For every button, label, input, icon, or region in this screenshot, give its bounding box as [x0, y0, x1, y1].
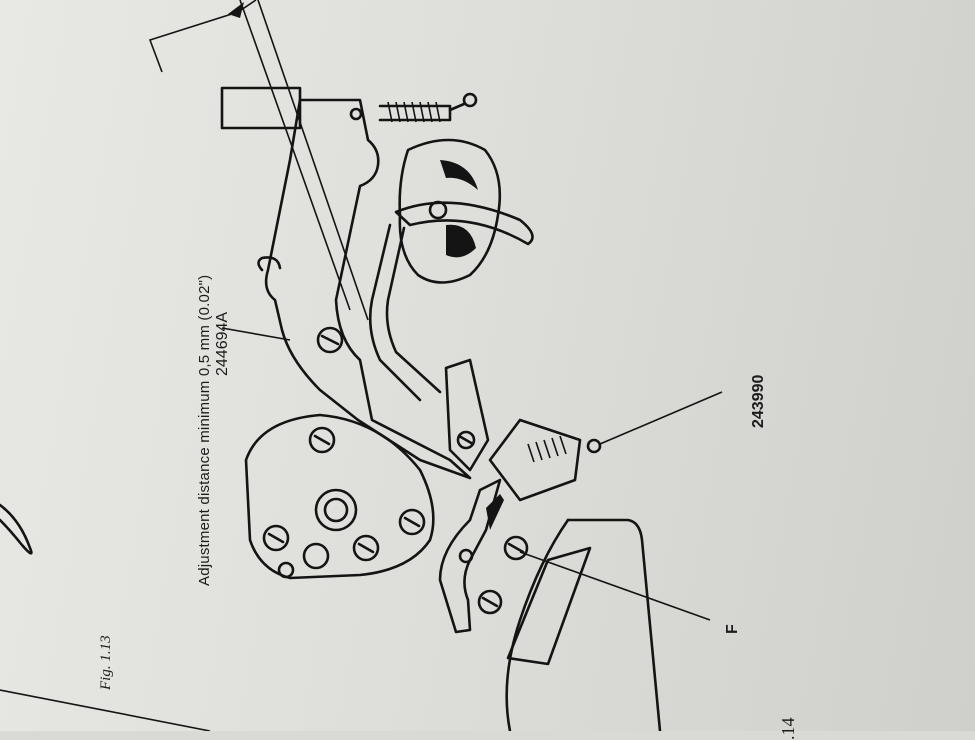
catch-hole: [460, 550, 472, 562]
pawl-screw-slot: [459, 436, 473, 444]
adjustment-note: Adjustment distance minimum 0,5 mm (0.02…: [196, 275, 213, 586]
plate-center-boss: [316, 490, 356, 530]
adjustment-line-b: [258, 0, 368, 320]
plate-screw-top-slot: [315, 436, 329, 444]
left-edge-rule: [0, 690, 210, 731]
part-label-f: F: [724, 624, 742, 634]
cam-lobe-upper: [440, 160, 478, 190]
spring-coils-243990: [528, 436, 566, 462]
lever-screw-slot: [322, 336, 338, 344]
cam-lobe-lower: [446, 225, 476, 258]
cam-disc: [400, 140, 500, 283]
base-plate: [246, 415, 433, 578]
part-label-244694A: 244694A: [214, 312, 232, 376]
catch-screw-slot: [483, 598, 497, 606]
top-slider-block: [222, 88, 300, 128]
frame-left-edge: [507, 520, 568, 731]
lever-pivot-hole: [351, 109, 361, 119]
leader-244694A: [222, 328, 290, 340]
spring-anchor-243990: [588, 440, 600, 452]
plate-hole-bottom: [304, 544, 328, 568]
top-spring-anchor: [464, 94, 476, 106]
adjustment-line-a: [240, 0, 350, 310]
pawl-plate: [446, 360, 488, 470]
spring-bracket: [490, 420, 580, 500]
leader-243990: [600, 392, 722, 444]
plate-screw-right-slot: [405, 518, 419, 526]
left-edge-curve: [0, 505, 31, 553]
page-number: .14: [778, 718, 799, 740]
plate-hole-small: [279, 563, 293, 577]
cam-hub: [430, 202, 446, 218]
frame-window: [508, 548, 590, 664]
main-lever-outline: [266, 100, 470, 478]
part-label-243990: 243990: [750, 375, 768, 428]
f-screw-slot: [509, 544, 523, 552]
plate-center-hole: [325, 499, 347, 521]
plate-screw-lower-slot: [359, 544, 373, 552]
figure-caption: Fig. 1.13: [98, 635, 115, 690]
catch-f: [440, 480, 500, 632]
plate-screw-left-slot: [269, 534, 283, 542]
top-spring-hook: [450, 104, 464, 110]
